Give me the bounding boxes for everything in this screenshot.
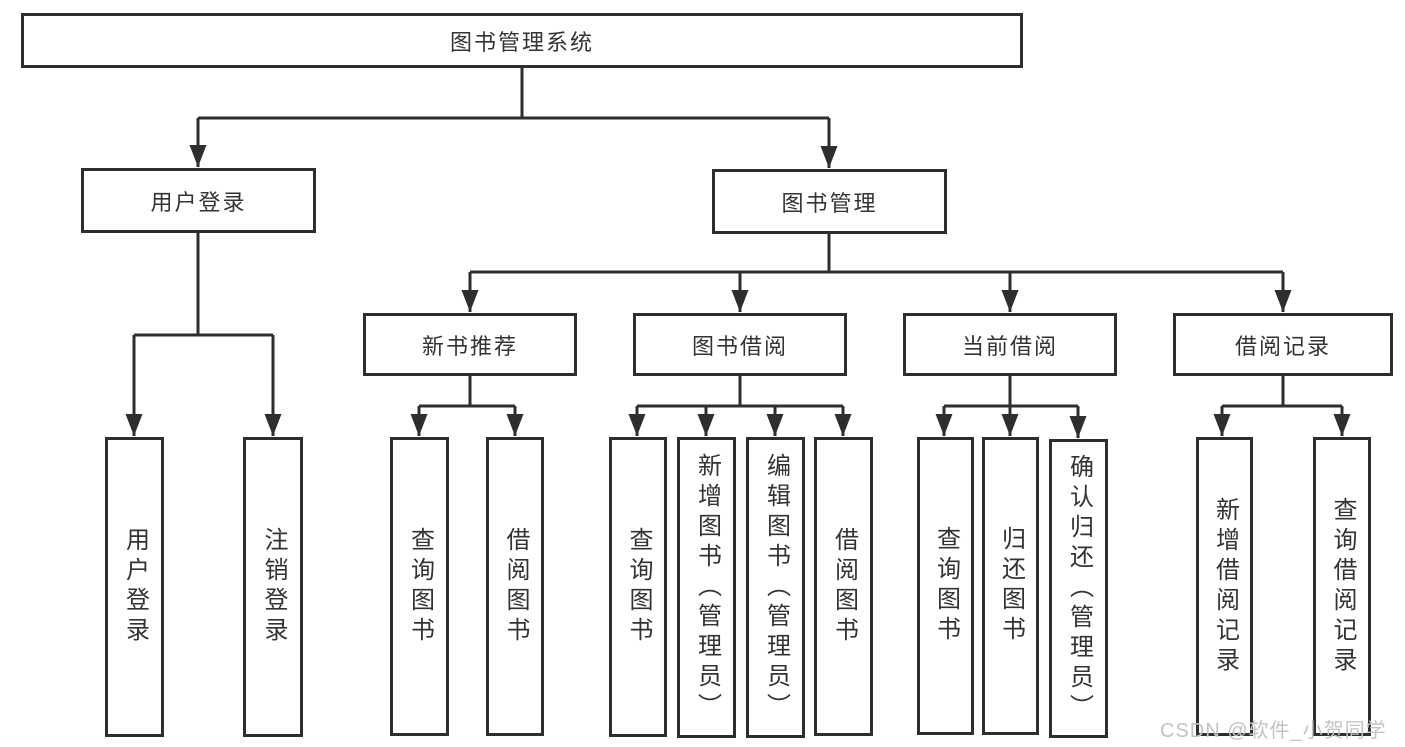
connector-borrow-records-leaves bbox=[1213, 376, 1351, 436]
node-label: 用户登录 bbox=[150, 189, 247, 215]
node-book-borrow: 图书借阅 bbox=[633, 313, 847, 376]
leaf-query-books-recommend: 查询图书 bbox=[390, 437, 449, 736]
node-label: 借阅记录 bbox=[1234, 333, 1331, 359]
leaf-query-books-borrow: 查询图书 bbox=[609, 437, 667, 737]
node-label: 新增图书（管理员） bbox=[693, 452, 721, 723]
leaf-return-book: 归还图书 bbox=[982, 437, 1039, 735]
leaf-add-borrow-record: 新增借阅记录 bbox=[1196, 437, 1253, 736]
connector-book-management-group bbox=[461, 234, 1292, 312]
leaf-query-borrow-record: 查询借阅记录 bbox=[1313, 437, 1371, 736]
node-label: 查询图书 bbox=[932, 526, 960, 646]
watermark: CSDN @软件_小贺同学 bbox=[1160, 720, 1387, 742]
leaf-edit-book-admin: 编辑图书（管理员） bbox=[746, 437, 805, 738]
connector-new-book-recommend-leaves bbox=[410, 376, 524, 436]
connector-user-login-group bbox=[125, 233, 282, 436]
node-book-management: 图书管理 bbox=[712, 169, 947, 234]
node-label: 查询图书 bbox=[625, 527, 652, 647]
leaf-add-book-admin: 新增图书（管理员） bbox=[677, 437, 736, 738]
node-label: 查询借阅记录 bbox=[1329, 496, 1356, 677]
node-label: 查询图书 bbox=[406, 526, 434, 647]
node-label: 图书借阅 bbox=[691, 333, 788, 359]
node-label: 编辑图书（管理员） bbox=[762, 452, 790, 723]
connector-root-to-level2 bbox=[189, 68, 838, 168]
connector-book-borrow-leaves bbox=[628, 376, 852, 436]
node-current-borrow: 当前借阅 bbox=[903, 313, 1117, 376]
node-label: 图书管理 bbox=[781, 190, 878, 216]
node-label: 新书推荐 bbox=[421, 333, 518, 359]
node-label: 图书管理系统 bbox=[449, 29, 594, 55]
leaf-query-books-current: 查询图书 bbox=[917, 437, 974, 735]
node-borrow-records: 借阅记录 bbox=[1173, 313, 1393, 376]
leaf-borrow-books-recommend: 借阅图书 bbox=[486, 437, 544, 736]
connector-current-borrow-leaves bbox=[935, 376, 1087, 438]
node-label: 注销登录 bbox=[260, 527, 287, 647]
node-label: 归还图书 bbox=[997, 526, 1025, 646]
node-label: 借阅图书 bbox=[502, 526, 529, 647]
leaf-confirm-return-admin: 确认归还（管理员） bbox=[1049, 439, 1108, 738]
node-label: 借阅图书 bbox=[830, 526, 858, 647]
node-label: 新增借阅记录 bbox=[1211, 496, 1239, 677]
node-label: 当前借阅 bbox=[961, 333, 1058, 359]
leaf-logout: 注销登录 bbox=[243, 437, 303, 737]
node-root: 图书管理系统 bbox=[21, 13, 1023, 68]
node-label: 确认归还（管理员） bbox=[1065, 453, 1093, 724]
node-new-book-recommend: 新书推荐 bbox=[363, 313, 577, 376]
node-label: 用户登录 bbox=[121, 527, 149, 647]
node-user-login: 用户登录 bbox=[81, 168, 316, 233]
leaf-user-login: 用户登录 bbox=[105, 437, 164, 737]
leaf-borrow-books: 借阅图书 bbox=[814, 437, 873, 736]
